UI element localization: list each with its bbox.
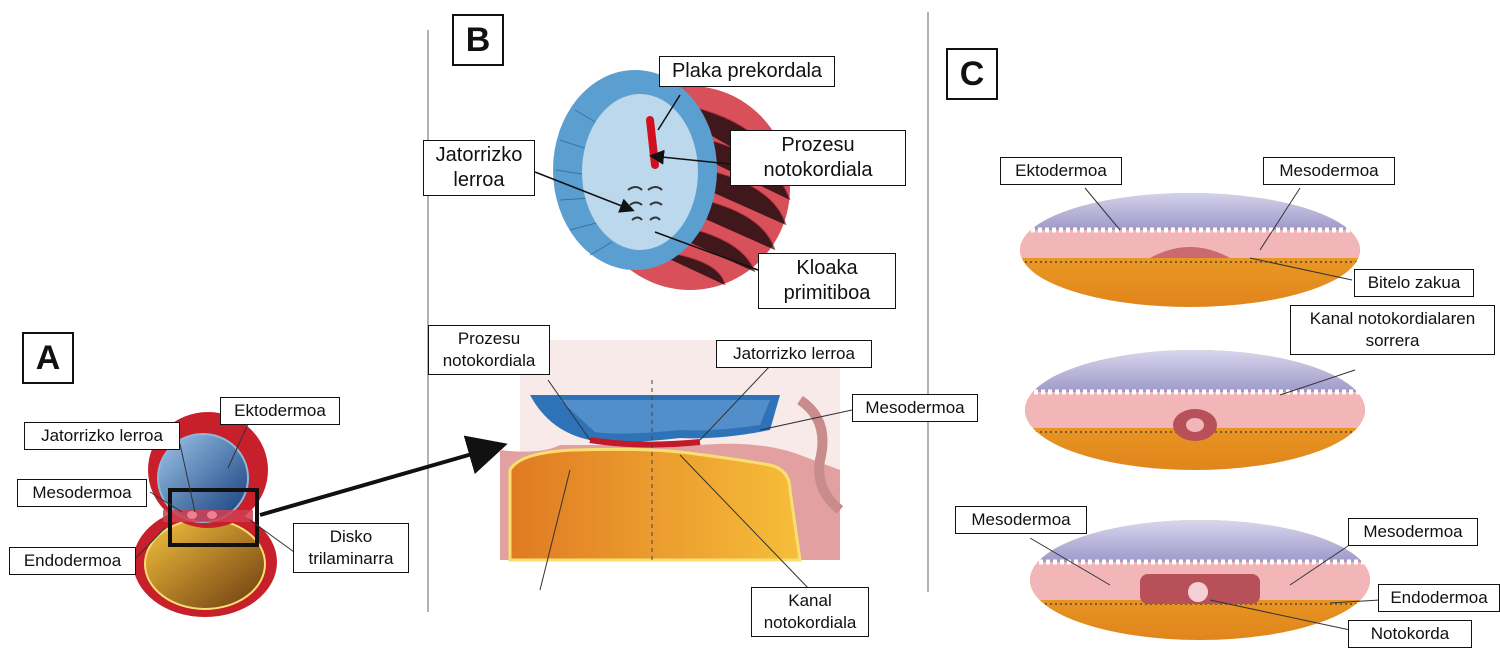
label-b-prozesu-top-line2: notokordiala: [763, 159, 873, 181]
label-a-mesodermoa: Mesodermoa: [17, 479, 147, 507]
panel-c-oval-2: [1025, 350, 1365, 470]
label-c-notokorda: Notokorda: [1348, 620, 1472, 648]
panel-a-leaders: [131, 423, 295, 563]
zoom-arrow: [259, 435, 508, 517]
label-b-jatorrizko-line2: lerroa: [453, 169, 505, 191]
label-b-prozesu-notokordiala-bottom: Prozesu notokordiala: [428, 325, 550, 375]
panel-c-oval-1: [1020, 193, 1360, 307]
label-b-kloaka-primitiboa: Kloaka primitiboa: [758, 253, 896, 309]
panel-c-leaders: [1029, 187, 1381, 631]
label-b-kanal-notokordiala: Kanal notokordiala: [751, 587, 869, 637]
label-b-prozesu-notokordiala-top: Prozesu notokordiala: [730, 130, 906, 186]
label-b-mesodermoa: Mesodermoa: [852, 394, 978, 422]
label-a-disko-line1: Disko: [329, 527, 373, 546]
panel-b-bottom-leaders: [539, 365, 853, 591]
label-b-jatorrizko-line1: Jatorrizko: [435, 144, 523, 166]
label-a-jatorrizko-lerroa: Jatorrizko lerroa: [24, 422, 180, 450]
label-a-endodermoa: Endodermoa: [9, 547, 136, 575]
label-c-kanal-notokordialaren-sorrera: Kanal notokordialaren sorrera: [1290, 305, 1495, 355]
label-c-ektodermoa: Ektodermoa: [1000, 157, 1122, 185]
label-a-disko-trilaminarra: Disko trilaminarra: [293, 523, 409, 573]
panel-b-cross-section: [500, 340, 844, 562]
label-a-disko-line2: trilaminarra: [308, 549, 394, 568]
label-c-bitelo-zakua: Bitelo zakua: [1354, 269, 1474, 297]
label-b-prozesu-bottom-line2: notokordiala: [442, 351, 536, 370]
label-a-ektodermoa: Ektodermoa: [220, 397, 340, 425]
label-c-kanal-line1: Kanal notokordialaren: [1309, 309, 1476, 328]
label-b-kanal-line2: notokordiala: [763, 613, 857, 632]
panel-b-3d-embryo: [553, 70, 791, 290]
panel-label-b: B: [452, 14, 504, 66]
panel-c-oval-3: [1030, 520, 1370, 640]
label-b-prozesu-top-line1: Prozesu: [781, 134, 855, 156]
label-c-endodermoa: Endodermoa: [1378, 584, 1500, 612]
label-c-mesodermoa-top: Mesodermoa: [1263, 157, 1395, 185]
label-c-kanal-line2: sorrera: [1365, 331, 1420, 350]
label-b-jatorrizko-lerroa: Jatorrizko lerroa: [423, 140, 535, 196]
label-b-kanal-line1: Kanal: [788, 591, 832, 610]
panel-label-a: A: [22, 332, 74, 384]
panel-b-top-leaders: [534, 94, 759, 271]
label-b-kloaka-line1: Kloaka: [796, 257, 858, 279]
label-b-jatorrizko-lerroa-bottom: Jatorrizko lerroa: [716, 340, 872, 368]
label-b-kloaka-line2: primitiboa: [783, 282, 871, 304]
label-b-prozesu-bottom-line1: Prozesu: [457, 329, 521, 348]
label-c-mesodermoa-left: Mesodermoa: [955, 506, 1087, 534]
label-b-plaka-prekordala: Plaka prekordala: [659, 56, 835, 87]
label-c-mesodermoa-right: Mesodermoa: [1348, 518, 1478, 546]
panel-a-embryo: [133, 412, 277, 617]
panel-label-c: C: [946, 48, 998, 100]
